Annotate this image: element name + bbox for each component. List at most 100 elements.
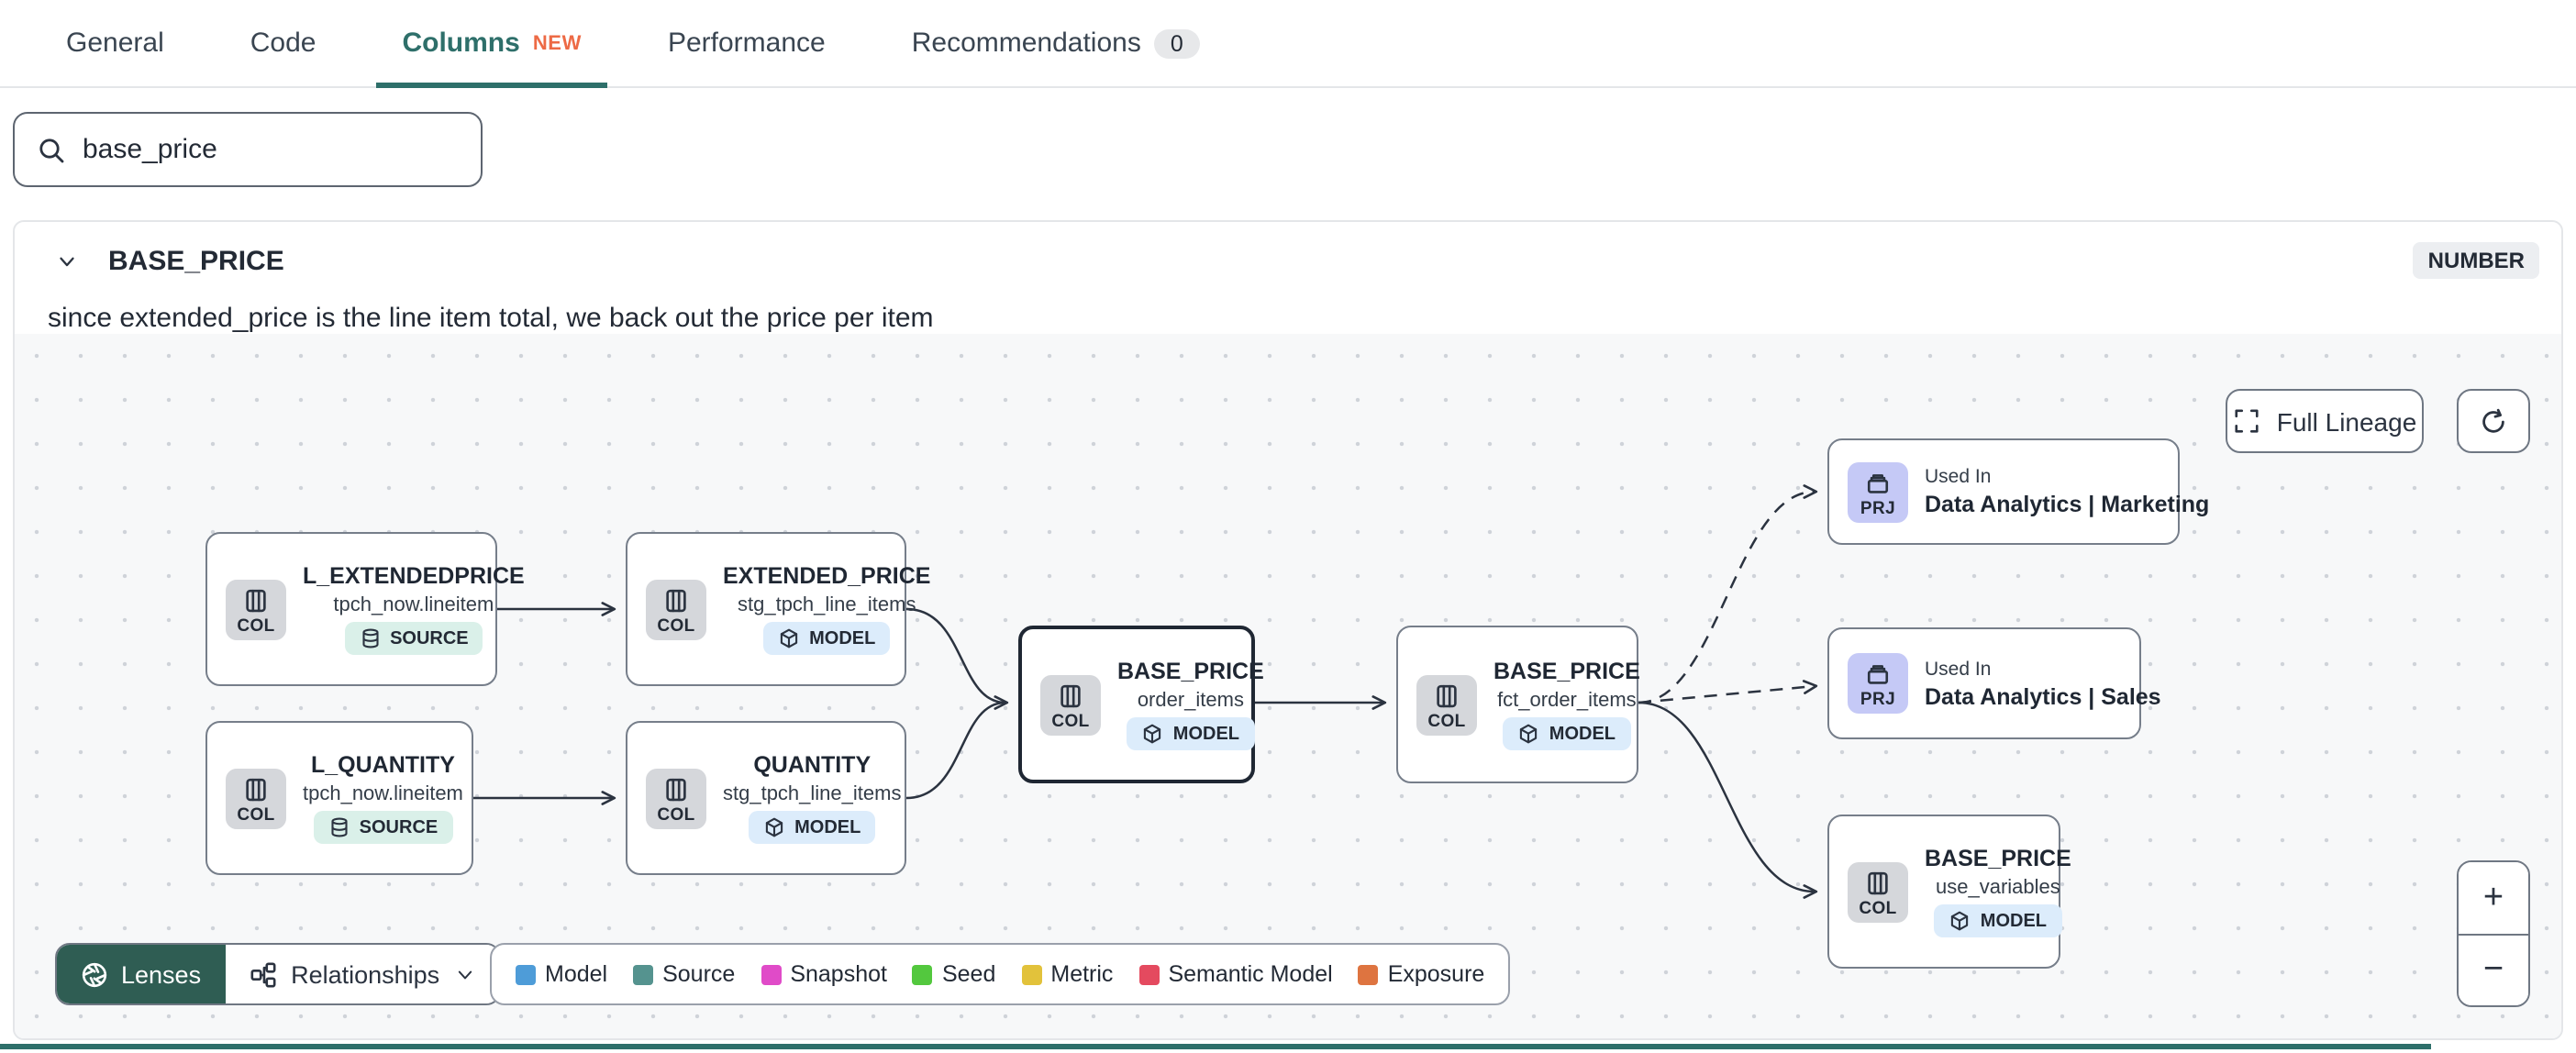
node-title: BASE_PRICE <box>1493 659 1640 684</box>
lineage-node-l-extendedprice[interactable]: COL L_EXTENDEDPRICE tpch_now.lineitem SO… <box>205 532 525 686</box>
zoom-controls: + − <box>2457 860 2530 1007</box>
refresh-button[interactable] <box>2457 389 2530 453</box>
zoom-in-button[interactable]: + <box>2459 862 2528 934</box>
column-header: BASE_PRICE NUMBER <box>15 222 2561 292</box>
legend-item-snapshot: Snapshot <box>761 961 887 987</box>
project-kind-icon: PRJ <box>1848 653 1908 714</box>
exposure-swatch <box>1358 964 1379 984</box>
zoom-out-button[interactable]: − <box>2459 934 2528 1005</box>
legend-item-metric: Metric <box>1021 961 1113 987</box>
resource-legend: Model Source Snapshot Seed Metric Semant… <box>490 943 1511 1005</box>
columns-icon <box>1060 683 1081 707</box>
search-row <box>0 88 2576 187</box>
model-badge: MODEL <box>1934 904 2061 937</box>
node-title: Data Analytics | Sales <box>1925 683 2161 709</box>
lineage-node-used-in-sales[interactable]: PRJ Used In Data Analytics | Sales <box>1827 627 2161 739</box>
database-icon <box>361 628 378 648</box>
snapshot-swatch <box>761 964 782 984</box>
tab-performance[interactable]: Performance <box>667 28 826 59</box>
legend-item-semantic-model: Semantic Model <box>1138 961 1333 987</box>
lineage-node-used-in-marketing[interactable]: PRJ Used In Data Analytics | Marketing <box>1827 438 2209 545</box>
relationships-icon <box>250 961 275 987</box>
used-in-label: Used In <box>1925 466 1992 488</box>
legend-item-exposure: Exposure <box>1358 961 1484 987</box>
model-badge: MODEL <box>749 811 876 844</box>
node-subtitle: fct_order_items <box>1497 690 1637 712</box>
node-subtitle: tpch_now.lineitem <box>303 783 463 805</box>
lineage-edges <box>473 484 1818 899</box>
tab-general[interactable]: General <box>66 28 164 59</box>
metric-swatch <box>1021 964 1042 984</box>
relationships-dropdown[interactable]: Relationships <box>225 945 499 1003</box>
search-icon <box>39 138 64 162</box>
lineage-node-base-price-use-variables[interactable]: COL BASE_PRICE use_variables MODEL <box>1827 815 2071 969</box>
columns-icon <box>246 777 266 801</box>
node-title: L_EXTENDEDPRICE <box>303 563 525 589</box>
node-title: BASE_PRICE <box>1925 846 2071 871</box>
full-lineage-button[interactable]: Full Lineage <box>2226 389 2424 453</box>
lineage-node-base-price-order-items[interactable]: COL BASE_PRICE order_items MODEL <box>1018 626 1264 783</box>
model-badge: MODEL <box>1503 717 1630 750</box>
lens-aperture-icon <box>82 961 107 987</box>
node-subtitle: stg_tpch_line_items <box>738 594 916 616</box>
cube-icon <box>765 817 783 837</box>
cube-icon <box>780 628 798 648</box>
node-title: BASE_PRICE <box>1117 659 1264 684</box>
column-kind-icon: COL <box>1848 861 1908 922</box>
node-title: L_QUANTITY <box>310 752 455 778</box>
legend-item-seed: Seed <box>912 961 995 987</box>
column-description: since extended_price is the line item to… <box>48 303 934 334</box>
node-subtitle: stg_tpch_line_items <box>723 783 902 805</box>
columns-icon <box>666 588 686 612</box>
lineage-node-quantity[interactable]: COL QUANTITY stg_tpch_line_items MODEL <box>626 721 906 875</box>
chevron-down-icon <box>458 970 472 979</box>
project-kind-icon: PRJ <box>1848 461 1908 522</box>
column-name: BASE_PRICE <box>108 245 284 276</box>
chevron-down-icon[interactable] <box>55 249 79 272</box>
column-kind-icon: COL <box>646 768 706 828</box>
lineage-node-extended-price[interactable]: COL EXTENDED_PRICE stg_tpch_line_items M… <box>626 532 930 686</box>
tab-code[interactable]: Code <box>250 28 316 59</box>
cube-icon <box>1520 724 1538 744</box>
lenses-button[interactable]: Lenses <box>57 945 226 1003</box>
source-badge: SOURCE <box>313 811 453 844</box>
model-badge: MODEL <box>763 622 891 655</box>
source-badge: SOURCE <box>344 622 483 655</box>
archive-icon <box>1867 473 1889 493</box>
column-kind-icon: COL <box>1416 674 1477 735</box>
node-title: QUANTITY <box>753 752 872 778</box>
column-panel: BASE_PRICE NUMBER since extended_price i… <box>13 220 2563 1040</box>
columns-icon <box>666 777 686 801</box>
legend-item-model: Model <box>516 961 607 987</box>
archive-icon <box>1867 665 1889 684</box>
cube-icon <box>1951 911 1969 931</box>
columns-icon <box>1868 870 1888 894</box>
model-badge: MODEL <box>1127 717 1254 750</box>
column-kind-icon: COL <box>646 579 706 639</box>
next-section-accent-bar <box>0 1044 2431 1049</box>
semantic-model-swatch <box>1138 964 1160 984</box>
column-kind-icon: COL <box>226 768 286 828</box>
lineage-node-base-price-fct-order-items[interactable]: COL BASE_PRICE fct_order_items MODEL <box>1396 626 1640 783</box>
node-subtitle: order_items <box>1137 690 1244 712</box>
tab-bar: General Code Columns NEW Performance Rec… <box>0 0 2576 88</box>
search-input[interactable] <box>83 134 459 165</box>
tab-columns[interactable]: Columns NEW <box>376 0 607 87</box>
lineage-node-l-quantity[interactable]: COL L_QUANTITY tpch_now.lineitem SOURCE <box>205 721 473 875</box>
source-swatch <box>633 964 654 984</box>
search-box[interactable] <box>13 112 483 187</box>
node-subtitle: use_variables <box>1936 877 2060 899</box>
model-swatch <box>516 964 536 984</box>
columns-icon <box>246 588 266 612</box>
columns-icon <box>1437 683 1457 707</box>
refresh-icon <box>2482 407 2504 432</box>
tab-recommendations[interactable]: Recommendations 0 <box>912 0 1200 87</box>
used-in-label: Used In <box>1925 658 1992 680</box>
expand-icon <box>2235 409 2259 433</box>
column-type-badge: NUMBER <box>2413 242 2539 279</box>
node-title: Data Analytics | Marketing <box>1925 492 2210 517</box>
new-badge: NEW <box>532 32 582 54</box>
legend-item-source: Source <box>633 961 735 987</box>
lineage-canvas[interactable]: COL L_EXTENDEDPRICE tpch_now.lineitem SO… <box>15 334 2561 1038</box>
